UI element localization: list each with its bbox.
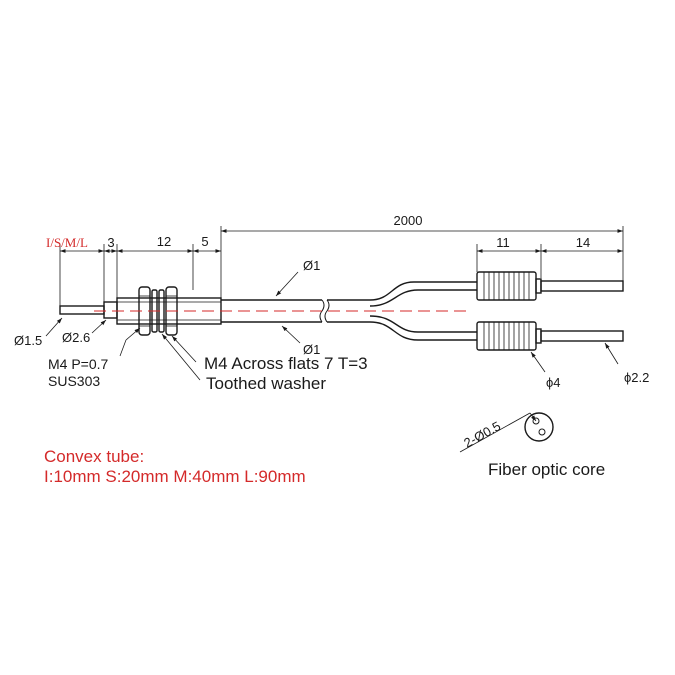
- convex-tube-title: Convex tube:: [44, 447, 144, 466]
- dim-connector-length: 11: [496, 235, 510, 250]
- washer-label: Toothed washer: [206, 374, 326, 393]
- dim-end-length: 14: [576, 235, 590, 250]
- thread-spec: M4 P=0.7: [48, 356, 109, 372]
- convex-tube-lengths: I:10mm S:20mm M:40mm L:90mm: [44, 467, 306, 486]
- connector-lower: [476, 321, 624, 351]
- across-flats-spec: M4 Across flats 7 T=3: [204, 354, 368, 373]
- dimension-lines: [59, 226, 624, 308]
- fiber-core-detail: [459, 412, 554, 453]
- fiber-dia-upper: Ø1: [303, 258, 320, 273]
- core-caption: Fiber optic core: [488, 460, 605, 479]
- fiber-cable: [221, 281, 477, 341]
- connector-dia: ϕ4: [546, 375, 561, 390]
- dim-tip-to-nut: 5: [201, 234, 208, 249]
- tip-dia: Ø1.5: [14, 333, 42, 348]
- dim-head: 3: [107, 235, 114, 250]
- leader-lines: [45, 271, 619, 381]
- dim-nut-length: 12: [157, 234, 171, 249]
- core-spec: 2-Ø0.5: [461, 418, 503, 450]
- material-spec: SUS303: [48, 373, 100, 389]
- end-dia: ϕ2.2: [624, 370, 649, 385]
- dim-total-length: 2000: [394, 213, 423, 228]
- tube-dia: Ø2.6: [62, 330, 90, 345]
- fiber-dia-lower: Ø1: [303, 342, 320, 357]
- variant-label: I/S/M/L: [46, 235, 88, 250]
- connector-upper: [476, 271, 624, 301]
